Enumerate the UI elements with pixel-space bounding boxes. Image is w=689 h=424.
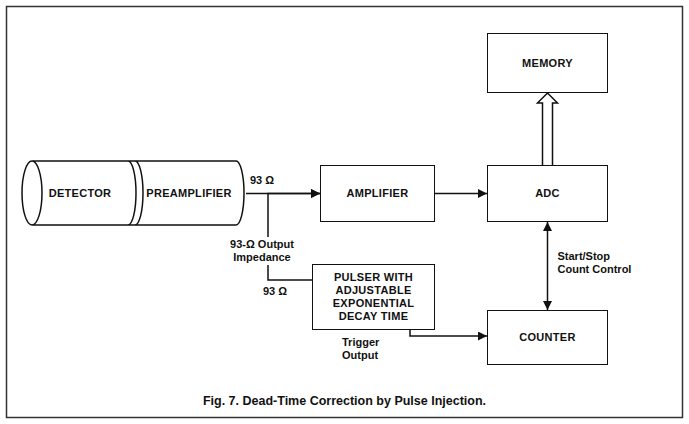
detector-cylinder: DETECTOR: [20, 160, 128, 226]
block-label: COUNTER: [519, 331, 576, 344]
frame-border: [7, 7, 683, 418]
preamplifier-cylinder: PREAMPLIFIER: [128, 160, 246, 226]
block-box: PULSER WITH ADJUSTABLE EXPONENTIAL DECAY…: [312, 264, 435, 330]
signal-connector: [547, 222, 549, 310]
signal-label: Start/Stop Count Control: [558, 250, 643, 276]
block-label: MEMORY: [522, 57, 573, 70]
block-box: ADC: [487, 165, 608, 222]
impedance-label: 93-Ω Output Impedance: [226, 237, 298, 265]
block-label: ADC: [535, 187, 560, 200]
block-box: AMPLIFIER: [320, 165, 435, 222]
figure-caption: Fig. 7. Dead-Time Correction by Pulse In…: [0, 394, 689, 409]
block-label: AMPLIFIER: [347, 187, 409, 200]
impedance-label: 93 Ω: [263, 285, 303, 298]
impedance-label: 93 Ω: [250, 174, 290, 187]
signal-connector: [410, 330, 487, 336]
block-label: DETECTOR: [49, 187, 112, 200]
cylinder-path: [22, 161, 128, 225]
block-box: COUNTER: [487, 310, 608, 365]
data-bus-arrow: [538, 93, 558, 165]
cylinder-path: [128, 161, 244, 225]
signal-label: Trigger Output: [342, 336, 402, 362]
signal-connector: [435, 193, 487, 195]
block-label: PREAMPLIFIER: [146, 187, 232, 200]
block-label: PULSER WITH ADJUSTABLE EXPONENTIAL DECAY…: [319, 271, 428, 323]
block-box: MEMORY: [487, 33, 608, 93]
